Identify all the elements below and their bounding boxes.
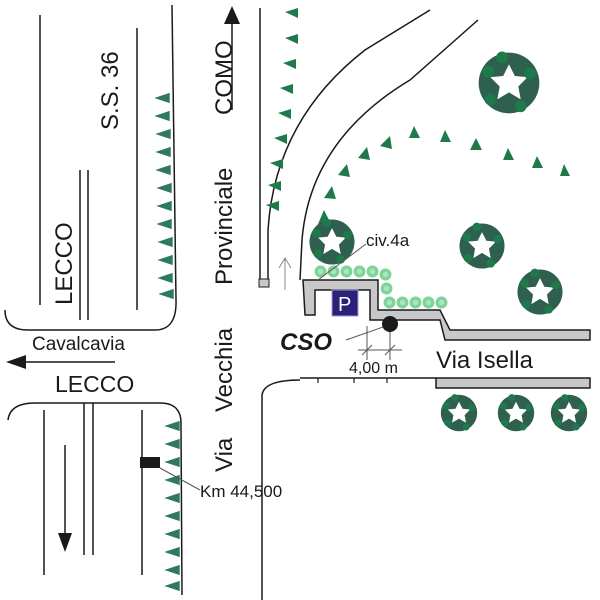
km-leader bbox=[159, 467, 201, 491]
vegetation-ticks-upper bbox=[154, 92, 174, 300]
label-lecco-horizontal: LECCO bbox=[55, 371, 134, 397]
label-cso: CSO bbox=[280, 329, 332, 356]
arrow-up-small bbox=[278, 257, 292, 290]
label-cavalcavia: Cavalcavia bbox=[32, 334, 125, 355]
tree-icon bbox=[456, 220, 508, 272]
tree-icon bbox=[474, 48, 544, 118]
label-provinciale: Provinciale bbox=[211, 168, 238, 285]
label-civico: civ.4a bbox=[366, 231, 410, 250]
arrow-west bbox=[6, 355, 115, 369]
ss36-lower-road bbox=[7, 402, 183, 596]
vegetation-ticks-lower bbox=[164, 420, 180, 592]
tree-icon bbox=[495, 392, 537, 434]
curb-sidewalk bbox=[302, 279, 591, 341]
tree-icon bbox=[438, 392, 480, 434]
parking-sign: P bbox=[331, 289, 359, 317]
label-via-isella: Via Isella bbox=[436, 347, 534, 374]
provinciale-road bbox=[259, 8, 479, 600]
curb-via-isella-south bbox=[435, 377, 591, 389]
vegetation-ticks-arc bbox=[318, 126, 570, 224]
tree-icon bbox=[514, 266, 566, 318]
tree-icon bbox=[548, 392, 590, 434]
cso-leader bbox=[345, 326, 384, 341]
label-via-vecchia: Vecchia bbox=[211, 327, 238, 412]
label-via: Via bbox=[211, 437, 238, 472]
distance-dimension bbox=[358, 326, 402, 360]
cso-point bbox=[382, 316, 398, 332]
civico-leader bbox=[317, 243, 367, 281]
km-marker bbox=[140, 457, 160, 468]
vegetation-ticks-road bbox=[266, 8, 298, 211]
label-ss36: S.S. 36 bbox=[97, 51, 124, 130]
label-km: Km 44,500 bbox=[200, 482, 282, 501]
arrow-south bbox=[58, 533, 72, 552]
road-edge-ticks bbox=[317, 378, 388, 383]
arrow-north bbox=[224, 6, 240, 110]
label-distance: 4,00 m bbox=[349, 360, 398, 377]
ss36-upper-road bbox=[4, 4, 177, 331]
curb-end bbox=[258, 278, 270, 288]
tree-icon bbox=[306, 216, 358, 268]
label-como: COMO bbox=[211, 40, 238, 115]
label-lecco-vertical: LECCO bbox=[51, 222, 78, 305]
parking-letter: P bbox=[338, 294, 351, 316]
